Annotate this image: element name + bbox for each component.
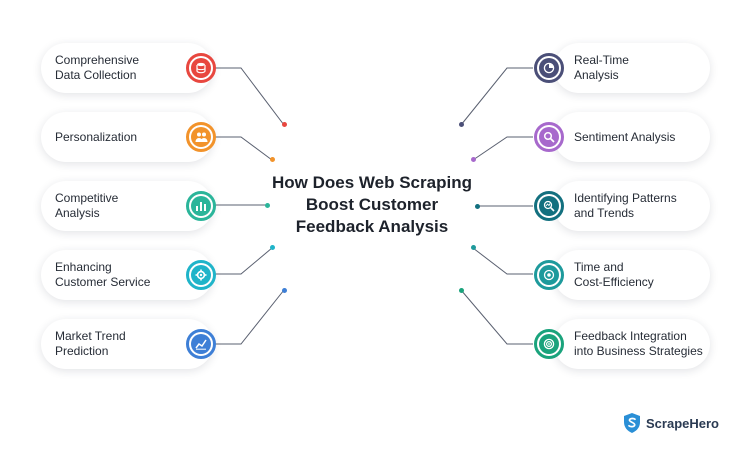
connector-right-5 <box>460 289 533 345</box>
trend-chart-icon <box>186 329 216 359</box>
connector-dot-left-1 <box>282 122 287 127</box>
title-line-2: Boost Customer <box>305 195 439 214</box>
brand-name: ScrapeHero <box>646 415 719 431</box>
card-competitive-analysis: Competitive Analysis <box>41 181 213 231</box>
connector-dot-left-3 <box>265 203 270 208</box>
card-comprehensive-data-collection: Comprehensive Data Collection <box>41 43 213 93</box>
card-label: Competitive Analysis <box>55 191 119 220</box>
card-personalization: Personalization <box>41 112 213 162</box>
card-sentiment-analysis: Sentiment Analysis <box>554 112 710 162</box>
card-label: Sentiment Analysis <box>574 129 676 144</box>
card-label: Identifying Patterns and Trends <box>574 191 677 220</box>
connector-dot-right-4 <box>471 245 476 250</box>
card-label: Comprehensive Data Collection <box>55 53 140 82</box>
card-label: Real-Time Analysis <box>574 53 629 82</box>
bullseye-icon <box>534 329 564 359</box>
connector-dot-left-5 <box>282 288 287 293</box>
connector-dot-left-4 <box>270 245 275 250</box>
card-feedback-integration: Feedback Integration into Business Strat… <box>554 319 710 369</box>
connector-right-1 <box>460 67 533 126</box>
card-enhancing-customer-service: Enhancing Customer Service <box>41 250 213 300</box>
card-label: Enhancing Customer Service <box>55 260 151 289</box>
connector-dot-right-2 <box>471 157 476 162</box>
connector-left-5 <box>215 289 285 345</box>
bar-chart-icon <box>186 191 216 221</box>
connector-left-4 <box>215 247 273 275</box>
card-real-time-analysis: Real-Time Analysis <box>554 43 710 93</box>
title-line-3: Feedback Analysis <box>295 217 449 236</box>
connector-right-2 <box>472 136 533 161</box>
clock-chart-icon <box>534 53 564 83</box>
connector-right-4 <box>472 247 533 275</box>
card-label: Market Trend Prediction <box>55 329 126 358</box>
card-label: Personalization <box>55 129 138 144</box>
gear-icon <box>186 260 216 290</box>
connector-dot-right-3 <box>475 204 480 209</box>
connector-left-1 <box>215 67 285 126</box>
card-label: Feedback Integration into Business Strat… <box>574 329 703 358</box>
database-icon <box>186 53 216 83</box>
shield-s-icon <box>624 413 640 433</box>
card-identifying-patterns-and-trends: Identifying Patterns and Trends <box>554 181 710 231</box>
target-icon <box>534 260 564 290</box>
connector-dot-right-5 <box>459 288 464 293</box>
title-line-1: How Does Web Scraping <box>272 173 472 192</box>
diagram-title: How Does Web Scraping Boost Customer Fee… <box>222 172 522 238</box>
people-icon <box>186 122 216 152</box>
card-market-trend-prediction: Market Trend Prediction <box>41 319 213 369</box>
connector-left-2 <box>215 136 273 161</box>
connector-dot-left-2 <box>270 157 275 162</box>
card-label: Time and Cost-Efficiency <box>574 260 654 289</box>
pattern-search-icon <box>534 191 564 221</box>
magnifier-icon <box>534 122 564 152</box>
card-time-and-cost-efficiency: Time and Cost-Efficiency <box>554 250 710 300</box>
connector-dot-right-1 <box>459 122 464 127</box>
brand-logo: ScrapeHero <box>622 412 719 434</box>
